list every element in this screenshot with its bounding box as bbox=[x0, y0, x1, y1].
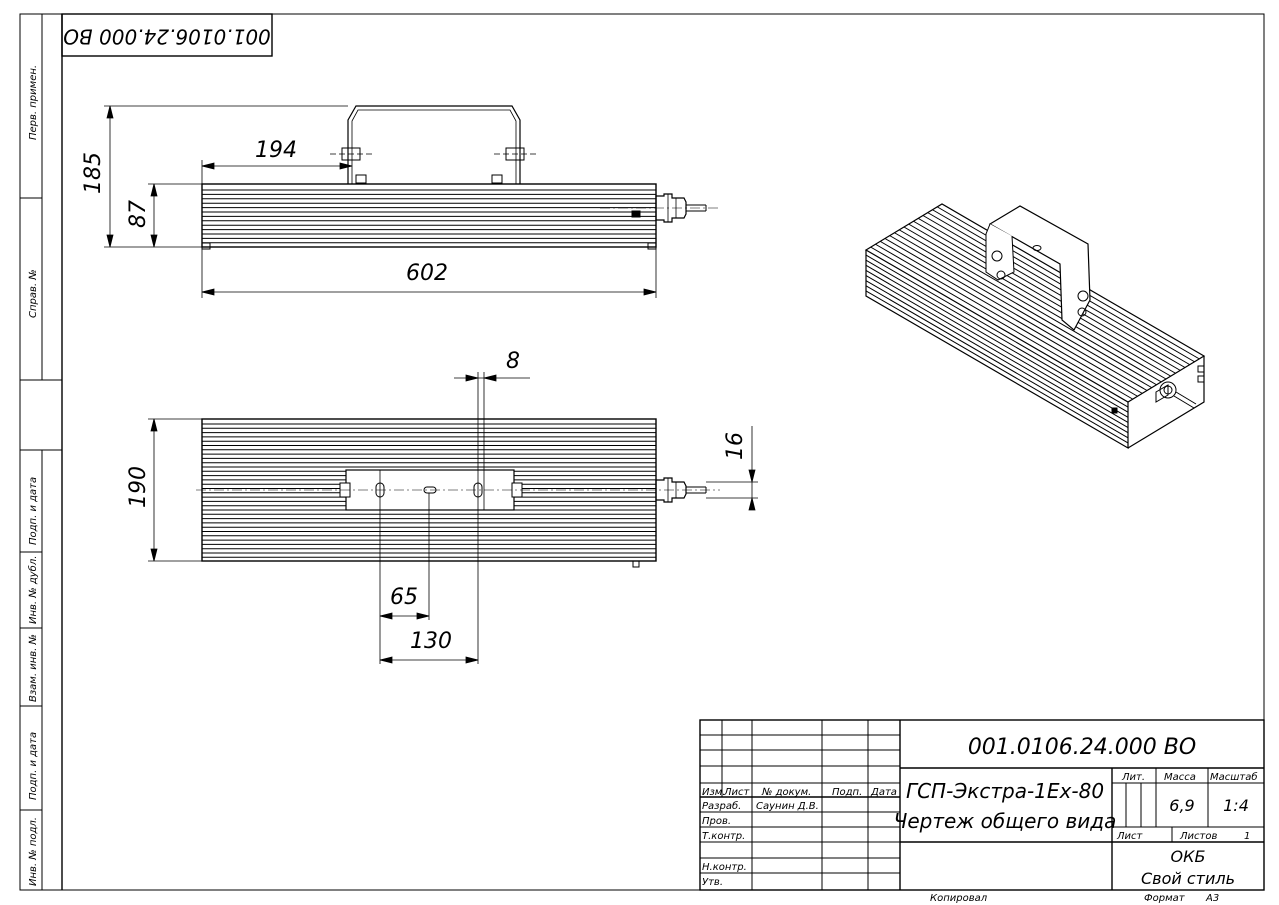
title-block-text: 001.0106.24.000 ВО ГСП-Экстра-1Ex-80 Чер… bbox=[702, 735, 1258, 904]
dim-16: 16 bbox=[723, 432, 748, 460]
role-approved: Утв. bbox=[702, 877, 723, 888]
fin-line bbox=[894, 232, 1157, 386]
fin-line bbox=[879, 240, 1143, 394]
stamp-sign-date-1: Подп. и дата bbox=[28, 477, 39, 545]
fin-line bbox=[884, 238, 1148, 391]
copied-label: Копировал bbox=[930, 893, 988, 904]
front-dimensions bbox=[104, 105, 657, 298]
fin-line bbox=[865, 254, 1129, 408]
stamp-reference: Справ. № bbox=[28, 269, 39, 318]
fin-line bbox=[875, 243, 1138, 397]
top-dimensions bbox=[148, 374, 758, 664]
role-norm-control: Н.контр. bbox=[702, 862, 747, 873]
top-dimension-labels: 8 190 16 65 130 bbox=[126, 349, 748, 654]
isometric-view bbox=[864, 203, 1206, 450]
dim-194: 194 bbox=[255, 138, 297, 163]
top-view bbox=[196, 372, 720, 664]
designation: 001.0106.24.000 ВО bbox=[968, 735, 1196, 760]
fin-line bbox=[870, 246, 1134, 400]
fin-line bbox=[913, 220, 1176, 374]
organization-line1: ОКБ bbox=[1171, 847, 1206, 866]
fin-line bbox=[908, 223, 1172, 377]
sheet-label: Лист bbox=[1116, 831, 1144, 842]
dim-65: 65 bbox=[390, 585, 418, 610]
fin-line bbox=[898, 229, 1162, 383]
stamp-dup-inv: Инв. № дубл. bbox=[27, 556, 39, 624]
fin-line bbox=[865, 259, 1129, 413]
stamp-replace-inv: Взам. инв. № bbox=[28, 634, 39, 702]
format-label: Формат bbox=[1144, 893, 1186, 904]
col-date: Дата bbox=[870, 787, 897, 798]
col-sign: Подп. bbox=[832, 787, 862, 798]
developer-name: Саунин Д.В. bbox=[756, 801, 819, 812]
dim-185: 185 bbox=[81, 152, 106, 194]
fin-line bbox=[889, 235, 1153, 389]
col-change: Изм. bbox=[702, 787, 726, 798]
dim-87: 87 bbox=[126, 200, 151, 228]
scale-label: Масштаб bbox=[1210, 771, 1258, 783]
fin-line bbox=[917, 217, 1181, 371]
scale-value: 1:4 bbox=[1223, 796, 1249, 815]
title-block bbox=[699, 719, 1265, 891]
stamp-sign-date-2: Подп. и дата bbox=[28, 732, 39, 800]
fin-line bbox=[865, 275, 1129, 428]
fin-line bbox=[865, 290, 1129, 444]
sheets-label: Листов bbox=[1179, 831, 1217, 842]
side-stamp-labels: Перв. примен. Справ. № Подп. и дата Инв.… bbox=[27, 65, 39, 886]
format-value: А3 bbox=[1205, 893, 1219, 904]
designation-box-rotated: 001.0106.24.000 ВО bbox=[61, 13, 273, 57]
front-view bbox=[201, 105, 720, 250]
front-dimension-labels: 185 87 194 602 bbox=[81, 138, 448, 286]
document-name: Чертеж общего вида bbox=[894, 809, 1117, 833]
role-developer: Разраб. bbox=[702, 800, 741, 812]
designation-rotated: 001.0106.24.000 ВО bbox=[63, 25, 271, 49]
dim-130: 130 bbox=[410, 629, 452, 654]
col-sheet: Лист bbox=[723, 787, 751, 798]
fin-line bbox=[903, 226, 1167, 380]
fin-line bbox=[927, 212, 1191, 366]
side-stamp bbox=[19, 14, 62, 890]
dim-602: 602 bbox=[406, 261, 448, 286]
fin-line bbox=[865, 285, 1129, 439]
product-name: ГСП-Экстра-1Ex-80 bbox=[906, 779, 1104, 803]
dim-190: 190 bbox=[126, 466, 151, 508]
stamp-first-use: Перв. примен. bbox=[28, 65, 39, 140]
stamp-original-inv: Инв. № подл. bbox=[28, 817, 39, 886]
organization-line2: Свой стиль bbox=[1141, 869, 1235, 888]
mass-value: 6,9 bbox=[1169, 796, 1194, 815]
dim-8: 8 bbox=[506, 349, 520, 374]
mass-label: Масса bbox=[1164, 772, 1196, 783]
fin-line bbox=[922, 215, 1186, 368]
fin-line bbox=[865, 270, 1129, 423]
lit-label: Лит. bbox=[1121, 772, 1145, 783]
fin-line bbox=[865, 264, 1129, 418]
col-doc-no: № докум. bbox=[761, 787, 811, 798]
role-checked: Пров. bbox=[702, 816, 731, 827]
role-tech-control: Т.контр. bbox=[702, 831, 745, 842]
sheets-value: 1 bbox=[1244, 831, 1250, 842]
fin-line bbox=[865, 280, 1129, 434]
